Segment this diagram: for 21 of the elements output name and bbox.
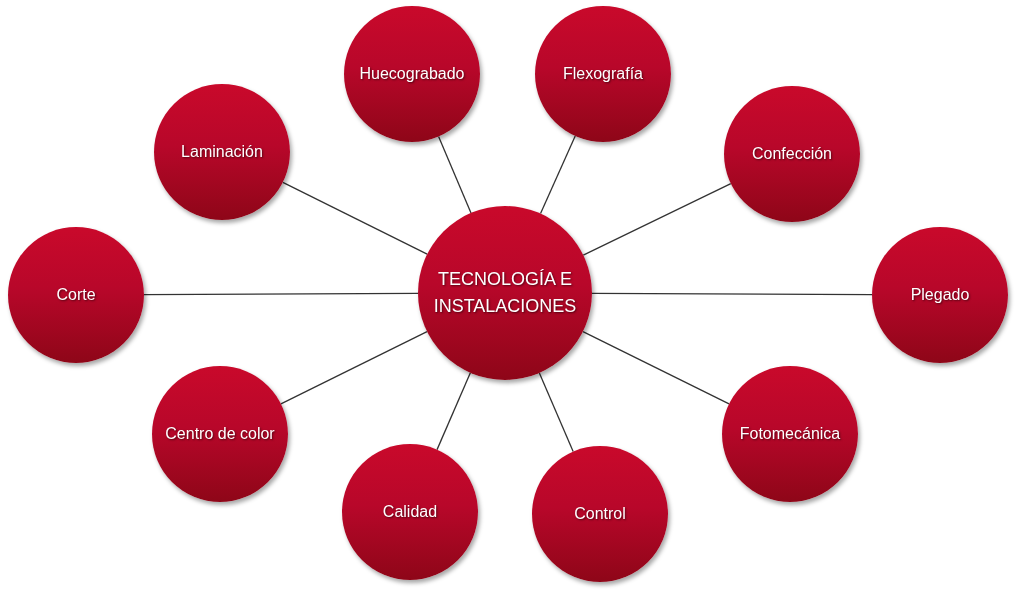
node-label: Fotomecánica bbox=[739, 424, 841, 444]
node-label: Centro de color bbox=[165, 424, 275, 444]
connector-line bbox=[280, 330, 428, 405]
connector-line bbox=[582, 330, 730, 405]
connector-line bbox=[437, 135, 472, 214]
connector-line bbox=[591, 292, 873, 296]
connector-line bbox=[538, 372, 574, 453]
node-label: Control bbox=[574, 504, 626, 524]
connector-line bbox=[143, 292, 419, 296]
node-label: Flexografía bbox=[562, 64, 643, 84]
node-label: Calidad bbox=[382, 502, 438, 522]
connector-line bbox=[436, 372, 472, 451]
connector-line bbox=[282, 181, 428, 255]
connector-line bbox=[582, 183, 732, 256]
node-label: Corte bbox=[56, 285, 96, 305]
node-label: Confección bbox=[751, 144, 832, 164]
node-label: Laminación bbox=[181, 142, 263, 162]
node-label: Huecograbado bbox=[359, 64, 465, 84]
node-label: TECNOLOGÍA E INSTALACIONES bbox=[432, 268, 578, 318]
node-label: Plegado bbox=[910, 285, 970, 305]
connector-line bbox=[539, 135, 576, 215]
